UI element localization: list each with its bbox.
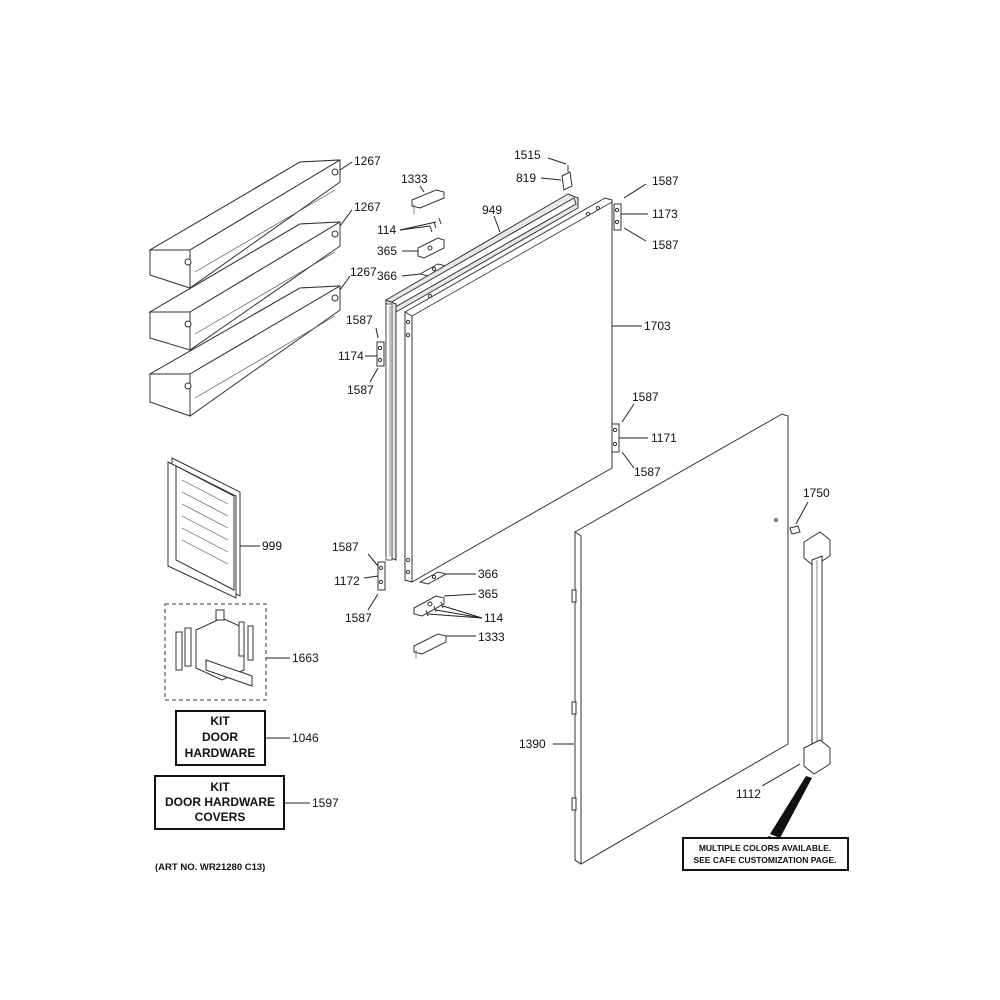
svg-text:DOOR: DOOR	[202, 730, 238, 744]
svg-text:MULTIPLE COLORS AVAILABLE.: MULTIPLE COLORS AVAILABLE.	[699, 843, 831, 853]
door-overlay-panel	[571, 413, 789, 865]
art-number: (ART NO. WR21280 C13)	[155, 862, 265, 873]
callout-bin-bottom: 1267	[350, 265, 377, 279]
hinge-cover-1171	[611, 423, 620, 453]
kit-door-hardware-covers-box: KIT DOOR HARDWARE COVERS	[154, 775, 285, 830]
callout-bracket-bottom: 1333	[478, 630, 505, 644]
hinge-cover-1172	[377, 561, 386, 591]
callout-gasket: 949	[482, 203, 502, 217]
callout-1587-h: 1587	[345, 611, 372, 625]
callout-1587-b: 1587	[652, 238, 679, 252]
bottom-screws	[425, 601, 444, 617]
callout-bracket-top: 1333	[401, 172, 428, 186]
callout-hinge-top: 365	[377, 244, 397, 258]
kit-door-hardware-box: KIT DOOR HARDWARE	[175, 710, 266, 766]
door-handle	[803, 531, 831, 775]
callout-handle-screw: 1750	[803, 486, 830, 500]
door-bin-top	[148, 159, 341, 289]
svg-text:KIT: KIT	[210, 780, 230, 794]
callout-1587-a: 1587	[652, 174, 679, 188]
callout-bin-top: 1267	[354, 154, 381, 168]
top-bracket	[411, 189, 445, 214]
callout-screw-bottom: 114	[484, 611, 503, 625]
callout-kit-covers: 1597	[312, 796, 339, 810]
svg-text:KIT: KIT	[210, 714, 230, 728]
callout-1587-e: 1587	[632, 390, 659, 404]
callout-kit-hardware: 1046	[292, 731, 319, 745]
part-819-clip	[561, 171, 573, 191]
svg-text:DOOR HARDWARE: DOOR HARDWARE	[165, 795, 275, 809]
top-hinge	[417, 237, 445, 259]
handle-screw	[789, 525, 801, 535]
callout-1172: 1172	[334, 574, 360, 588]
callout-shim-top: 366	[377, 269, 397, 283]
callout-1587-f: 1587	[634, 465, 661, 479]
hinge-cover-1173	[613, 203, 622, 231]
callout-handle: 1112	[736, 787, 761, 801]
callout-overlay-panel: 1390	[519, 737, 546, 751]
svg-text:SEE CAFE CUSTOMIZATION PAGE.: SEE CAFE CUSTOMIZATION PAGE.	[693, 855, 836, 865]
callout-1174: 1174	[338, 349, 364, 363]
door-bin-middle	[148, 221, 341, 351]
bottom-hinge	[413, 595, 445, 617]
customization-note: MULTIPLE COLORS AVAILABLE. SEE CAFE CUST…	[682, 837, 849, 871]
callout-shim-bottom: 366	[478, 567, 498, 581]
callout-1173: 1173	[652, 207, 678, 221]
hinge-cover-1174	[376, 341, 385, 367]
hardware-bag	[164, 603, 267, 701]
callout-bin-middle: 1267	[354, 200, 381, 214]
callout-manual: 999	[262, 539, 282, 553]
callout-1171: 1171	[651, 431, 677, 445]
door-inner-panel	[404, 197, 613, 583]
callout-1515: 1515	[514, 148, 541, 162]
owners-manual	[167, 457, 241, 599]
callout-1587-d: 1587	[347, 383, 374, 397]
door-bin-bottom	[148, 285, 341, 417]
callout-1587-c: 1587	[346, 313, 373, 327]
callout-1587-g: 1587	[332, 540, 359, 554]
callout-hardware-bag: 1663	[292, 651, 319, 665]
callout-door-panel: 1703	[644, 319, 671, 333]
door-gasket	[385, 193, 579, 561]
bottom-bracket	[413, 633, 447, 658]
svg-text:HARDWARE: HARDWARE	[185, 746, 256, 760]
top-screws	[429, 217, 442, 233]
callout-screw-top: 114	[377, 223, 396, 237]
callout-hinge-bottom: 365	[478, 587, 498, 601]
callout-819: 819	[516, 171, 536, 185]
svg-text:COVERS: COVERS	[195, 810, 246, 824]
